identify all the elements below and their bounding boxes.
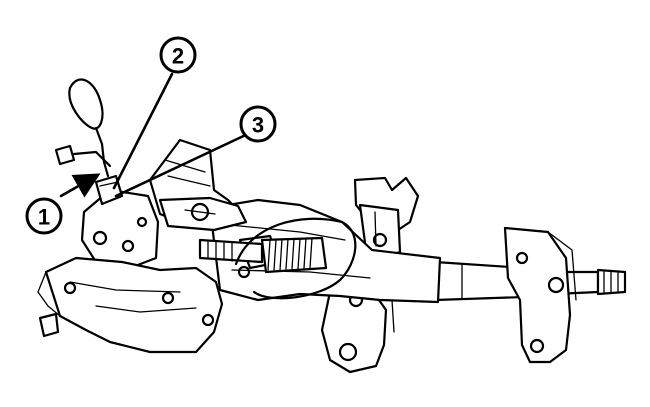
callout-2-circle xyxy=(159,36,197,74)
lock-housing xyxy=(80,174,160,270)
wiring-connector xyxy=(54,78,112,178)
callout-3-leader xyxy=(114,130,254,198)
callout-2-leader xyxy=(112,72,174,190)
callout-1-leader xyxy=(59,173,101,198)
callout-2: 2 xyxy=(159,36,197,74)
mounting-bracket xyxy=(503,226,577,364)
callout-3-label: 3 xyxy=(252,113,264,138)
lower-bracket xyxy=(320,288,395,374)
callout-1-circle xyxy=(25,197,63,235)
callout-1-label: 1 xyxy=(38,205,50,230)
callout-1: 1 xyxy=(25,197,63,235)
callout-2-label: 2 xyxy=(172,44,184,69)
callout-leaders xyxy=(59,72,254,198)
tilt-housing xyxy=(148,138,248,232)
lower-shroud xyxy=(37,256,224,354)
callout-3: 3 xyxy=(239,105,277,143)
callout-3-circle xyxy=(239,105,277,143)
release-cable xyxy=(234,217,357,300)
